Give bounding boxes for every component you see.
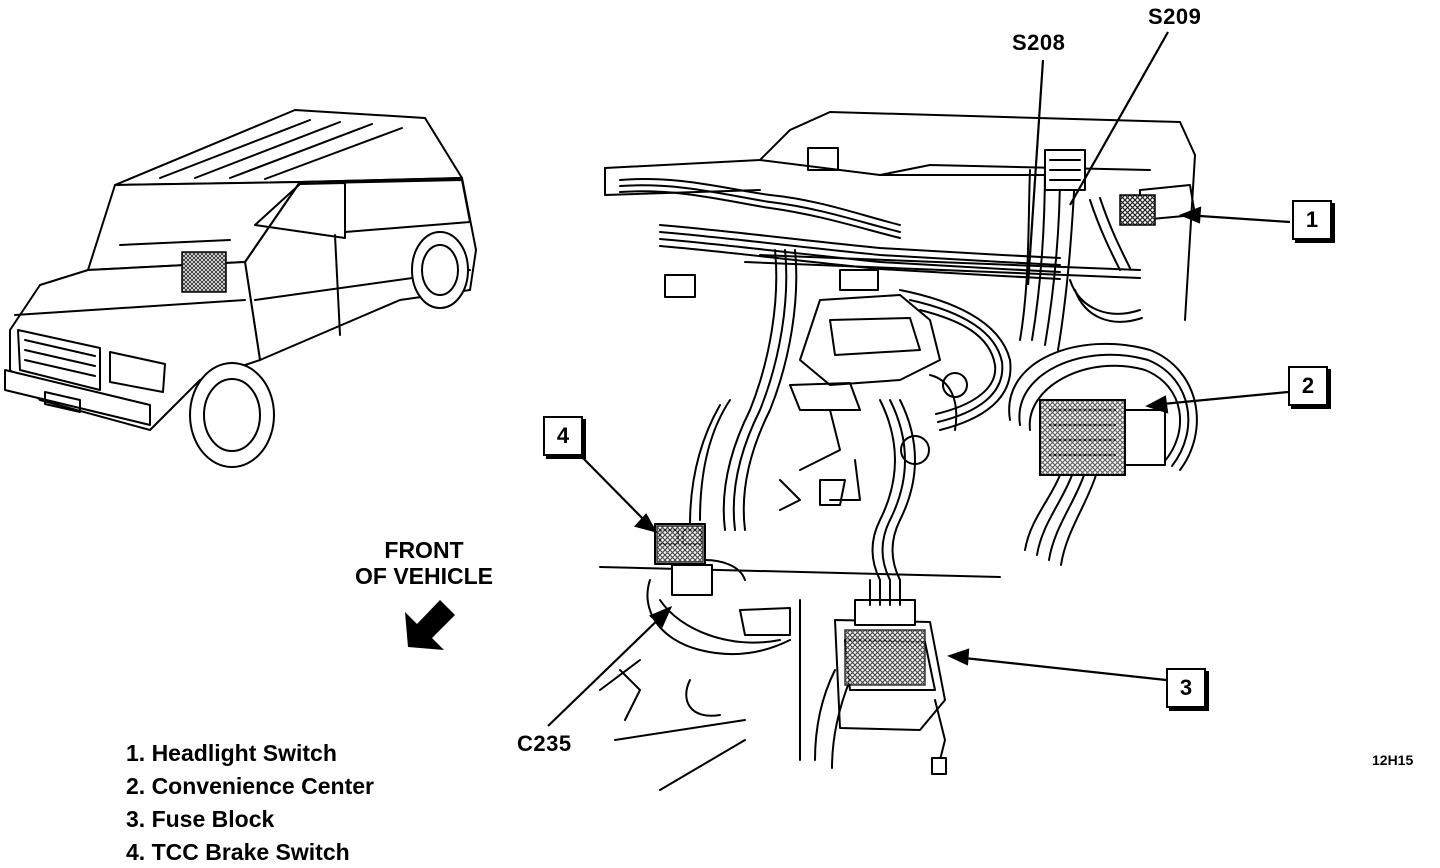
callout-4: 4	[543, 416, 583, 456]
van-highlight-area	[181, 251, 227, 293]
callout-3-leader	[954, 655, 1167, 682]
s209-leader	[1069, 31, 1169, 206]
c235-label: C235	[517, 731, 572, 756]
callout-2: 2	[1288, 366, 1328, 406]
legend-item-headlight-switch: 1. Headlight Switch	[126, 740, 337, 766]
callout-4-arrowhead	[633, 513, 658, 533]
component-legend: 1. Headlight Switch 2. Convenience Cente…	[126, 737, 374, 868]
callout-3: 3	[1166, 668, 1206, 708]
c235-arrowhead	[648, 605, 673, 628]
legend-item-tcc-brake-switch: 4. TCC Brake Switch	[126, 839, 350, 865]
s208-leader	[1026, 59, 1045, 286]
arrow-down-left-icon	[405, 600, 455, 650]
callout-2-arrowhead	[1145, 395, 1169, 414]
figure-code: 12H15	[1372, 752, 1414, 768]
callout-2-leader	[1151, 390, 1289, 407]
headlight-switch-highlight	[1119, 194, 1156, 226]
s208-label: S208	[1012, 30, 1066, 55]
legend-item-fuse-block: 3. Fuse Block	[126, 806, 275, 832]
c235-leader	[547, 611, 667, 727]
callout-3-arrowhead	[947, 648, 970, 666]
s209-label: S209	[1148, 4, 1202, 29]
callout-4-leader	[579, 454, 653, 529]
front-label-line2: OF VEHICLE	[355, 563, 494, 589]
tcc-brake-switch-highlight	[656, 525, 704, 563]
fuse-block-highlight	[844, 629, 926, 686]
convenience-center-highlight	[1039, 399, 1126, 476]
callout-1-leader	[1184, 213, 1291, 224]
legend-item-convenience-center: 2. Convenience Center	[126, 773, 374, 799]
front-of-vehicle-label: FRONT OF VEHICLE	[355, 537, 493, 589]
callout-1-arrowhead	[1179, 206, 1202, 224]
callout-1: 1	[1292, 200, 1332, 240]
front-label-line1: FRONT	[384, 537, 464, 563]
